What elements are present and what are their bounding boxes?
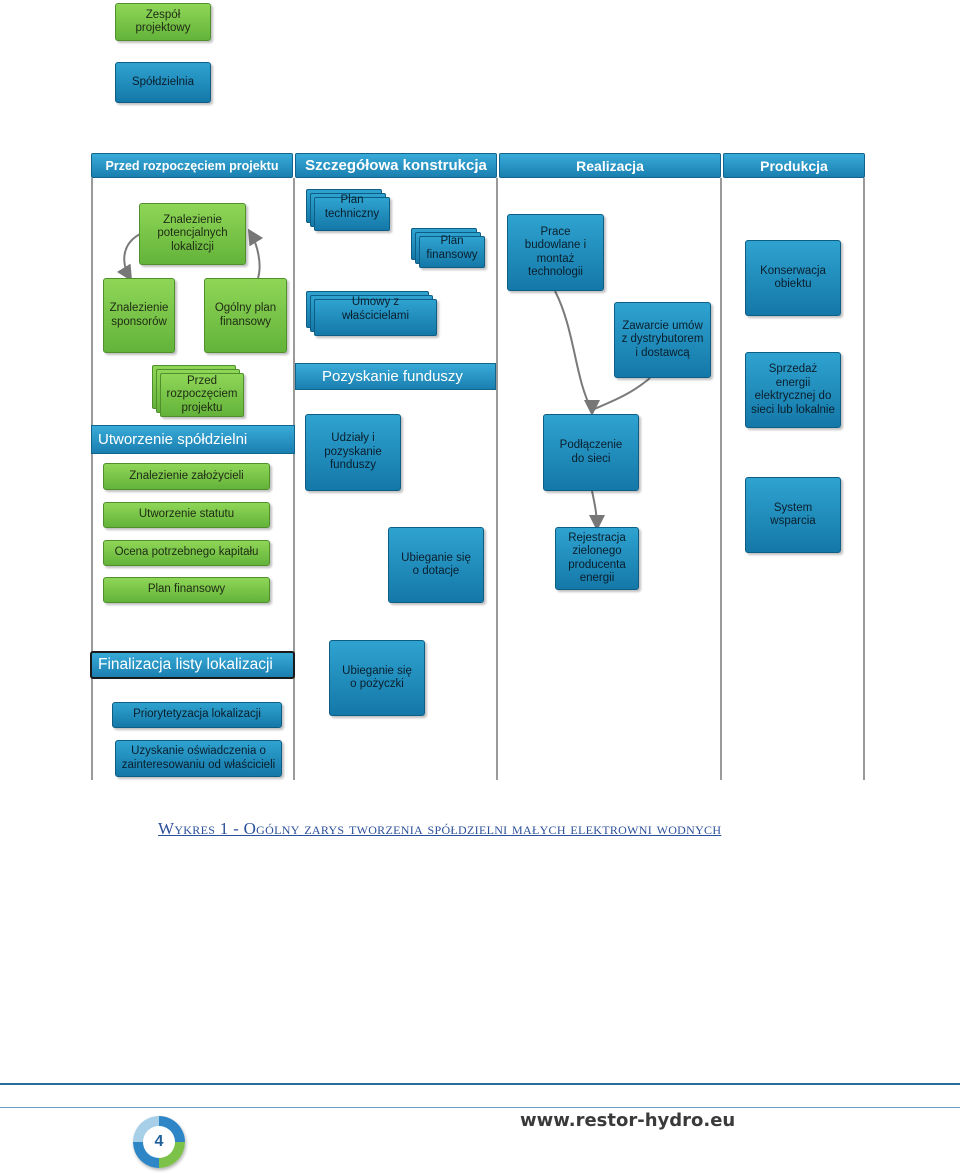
financial-plan-box: Plan finansowy [103,577,270,603]
owner-contracts-box: Umowy z właścicielami [314,296,437,336]
header-before: Przed rozpoczęciem projektu [91,153,293,178]
figure-caption: Wykres 1 - Ogólny zarys tworzenia spółdz… [158,819,722,838]
registration-box: Rejestracja zielonego producenta energii [555,527,639,590]
grid-connection-box: Podłączenie do sieci [543,414,639,491]
tech-plan-box: Plan techniczny [314,194,390,231]
footer-line-bottom [0,1107,960,1108]
legend-cooperative-label: Spółdzielnia [131,75,194,88]
before-project-stack: Przed rozpoczęciem projektu [152,365,244,417]
column-divider [91,178,93,780]
footer-url[interactable]: www.restor-hydro.eu [520,1110,736,1131]
arrow-connection-to-registration [588,490,605,531]
header-production: Produkcja [723,153,865,178]
section-create-cooperative: Utworzenie spółdzielni [91,425,295,454]
find-locations-box: Znalezienie potencjalnych lokalizcji [139,203,246,265]
find-founders-box: Znalezienie założycieli [103,463,270,490]
declaration-box: Uzyskanie oświadczenia o zainteresowaniu… [115,740,282,777]
fin-plan-stack: Plan finansowy [411,228,485,268]
column-divider [720,178,722,780]
find-sponsors-box: Znalezienie sponsorów [103,278,175,353]
header-realization: Realizacja [499,153,721,178]
header-construction: Szczegółowa konstrukcja [295,153,497,178]
fin-plan-box: Plan finansowy [419,235,485,268]
legend-team-box: Zespół projektowy [115,3,211,41]
section-finalize-locations: Finalizacja listy lokalizacji [90,651,295,679]
arrow-plan-to-locations [247,228,264,279]
statute-box: Utworzenie statutu [103,502,270,528]
section-raise-funds: Pozyskanie funduszy [295,363,496,390]
arrow-contracts-to-connection [584,377,651,416]
support-box: System wsparcia [745,477,841,553]
arrow-construction-to-connection [554,290,593,411]
footer-line-top [0,1083,960,1085]
loan-box: Ubieganie się o pożyczki [329,640,425,716]
page-number: 4 [154,1133,164,1150]
before-project-box: Przed rozpoczęciem projektu [160,373,244,417]
maintenance-box: Konserwacja obiektu [745,240,841,316]
prioritize-box: Priorytetyzacja lokalizacji [112,702,282,728]
column-divider [293,178,295,780]
capital-box: Ocena potrzebnego kapitału [103,540,270,566]
column-divider [863,178,865,780]
general-plan-box: Ogólny plan finansowy [204,278,287,353]
column-divider [496,178,498,780]
distributor-contracts-box: Zawarcie umów z dystrybutorem i dostawcą [614,302,711,378]
energy-sale-box: Sprzedaż energii elektrycznej do sieci l… [745,352,841,428]
construction-work-box: Prace budowlane i montaż technologii [507,214,604,291]
tech-plan-stack: Plan techniczny [306,189,390,231]
legend-team-label: Zespół projektowy [135,8,191,35]
shares-box: Udziały i pozyskanie funduszy [305,414,401,491]
grants-box: Ubieganie się o dotacje [388,527,484,603]
owner-contracts-stack: Umowy z właścicielami [306,291,437,336]
legend-cooperative-box: Spółdzielnia [115,62,211,103]
arrow-locations-to-sponsors [116,233,141,282]
page-number-badge: 4 [133,1116,185,1168]
